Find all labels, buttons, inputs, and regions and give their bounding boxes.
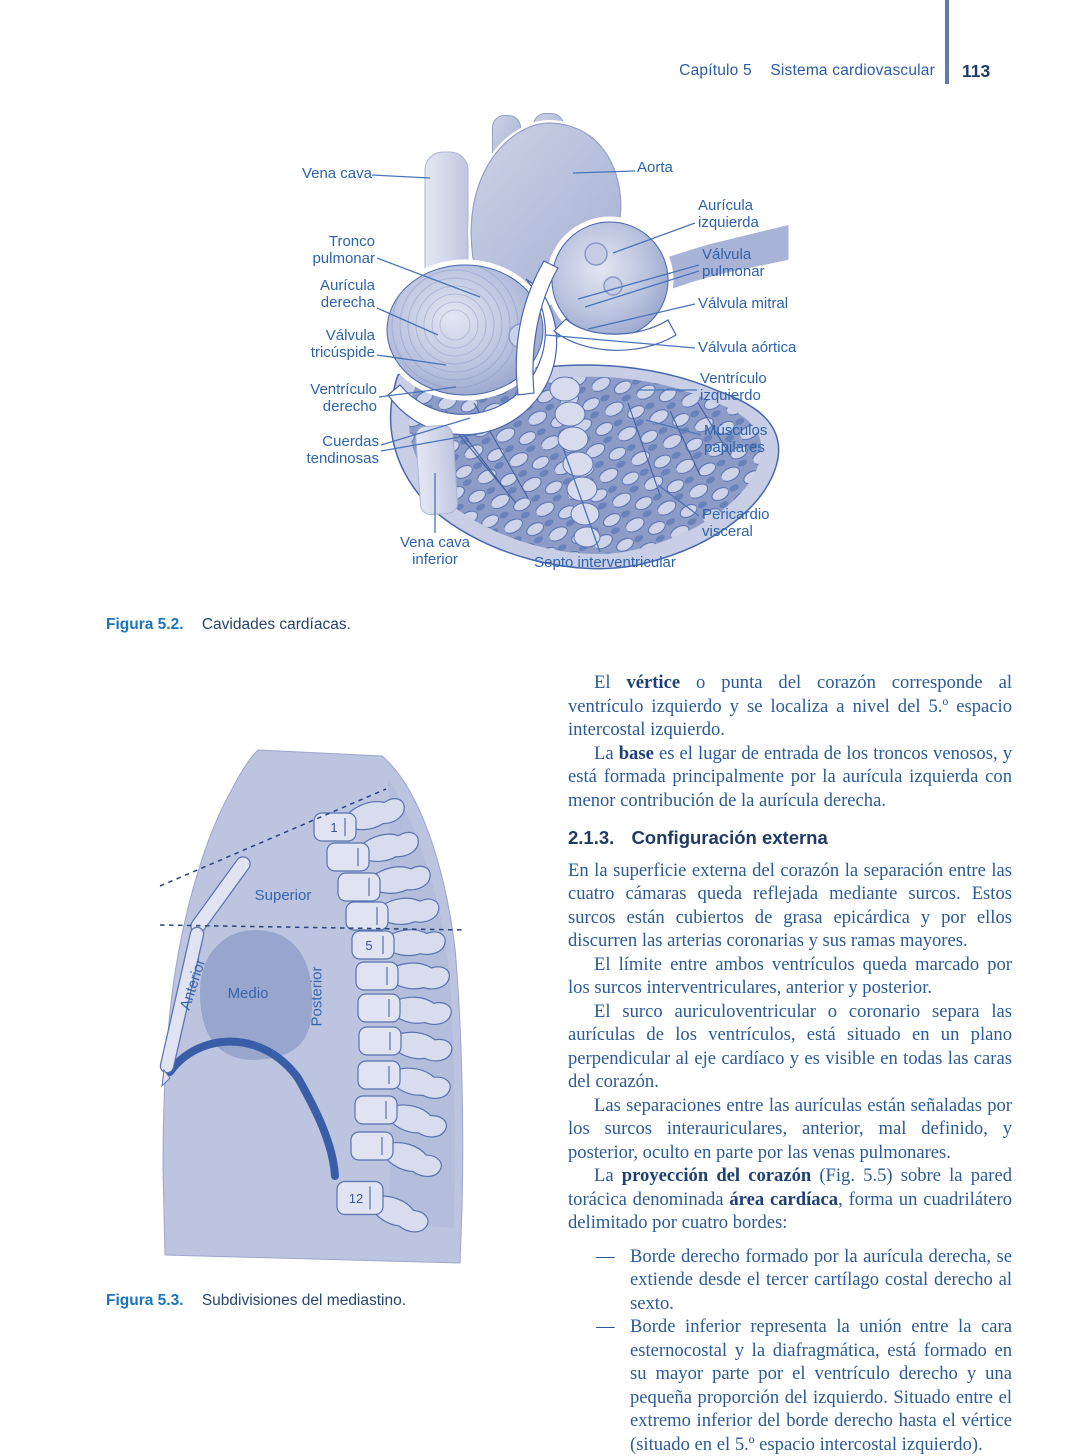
figure-mediastinum-diagram: 1 5 12 Superior Medio Anterior Posterior <box>150 748 480 1288</box>
label-pericardio-visceral: Pericardio visceral <box>702 507 786 540</box>
label-vena-cava: Vena cava <box>282 166 372 183</box>
figure-heart-diagram: Vena cava Tronco pulmonar Aurícula derec… <box>278 103 808 608</box>
label-ventriculo-derecho: Ventrículo derecho <box>293 382 377 415</box>
figure-mediastinum-caption-text: Subdivisiones del mediastino. <box>202 1292 406 1309</box>
section-number: 2.1.3. <box>568 827 614 848</box>
border-list: —Borde derecho formado por la aurícula d… <box>568 1245 1012 1456</box>
label-ventriculo-izquierdo: Ventrículo izquierdo <box>700 371 790 404</box>
header-divider-bar <box>945 0 949 84</box>
paragraph-superficie: En la superficie externa del corazón la … <box>568 859 1012 953</box>
figure-mediastinum-caption-label: Figura 5.3. <box>106 1292 184 1309</box>
label-superior: Superior <box>243 887 323 904</box>
list-item-borde-derecho: —Borde derecho formado por la aurícula d… <box>596 1245 1012 1316</box>
vertebra-number-12: 12 <box>349 1191 363 1206</box>
paragraph-limite: El límite entre ambos ventrículos queda … <box>568 953 1012 1000</box>
figure-heart-caption-text: Cavidades cardíacas. <box>202 616 351 633</box>
label-cuerdas-tendinosas: Cuerdas tendinosas <box>293 434 379 467</box>
figure-heart-caption: Figura 5.2. Cavidades cardíacas. <box>106 616 351 634</box>
label-valvula-pulmonar: Válvula pulmonar <box>702 247 782 280</box>
vertebra-number-1: 1 <box>330 820 337 835</box>
page-number: 113 <box>962 61 990 82</box>
label-auricula-derecha: Aurícula derecha <box>303 278 375 311</box>
paragraph-separaciones: Las separaciones entre las aurículas est… <box>568 1094 1012 1165</box>
vertebra-number-5: 5 <box>365 938 372 953</box>
label-posterior: Posterior <box>309 962 326 1032</box>
chapter-label: Capítulo 5 <box>679 62 752 79</box>
paragraph-base: La base es el lugar de entrada de los tr… <box>568 742 1012 813</box>
label-auricula-izquierda: Aurícula izquierda <box>698 198 776 231</box>
figure-heart-caption-label: Figura 5.2. <box>106 616 184 633</box>
label-valvula-mitral: Válvula mitral <box>698 296 828 313</box>
section-title: Configuración externa <box>631 827 827 848</box>
label-aorta: Aorta <box>637 160 673 177</box>
section-heading: 2.1.3. Configuración externa <box>568 826 1012 850</box>
body-text-column: El vértice o punta del corazón correspon… <box>568 671 1012 1456</box>
label-tronco-pulmonar: Tronco pulmonar <box>303 234 375 267</box>
paragraph-proyeccion: La proyección del corazón (Fig. 5.5) sob… <box>568 1164 1012 1235</box>
label-valvula-tricuspide: Válvula tricúspide <box>295 328 375 361</box>
label-vena-cava-inferior: Vena cava inferior <box>385 535 485 568</box>
paragraph-surco: El surco auriculoventricular o coronario… <box>568 1000 1012 1094</box>
page-header: Capítulo 5 Sistema cardiovascular <box>0 62 935 80</box>
label-medio: Medio <box>208 985 288 1002</box>
figure-mediastinum-caption: Figura 5.3. Subdivisiones del mediastino… <box>106 1292 406 1310</box>
section-label: Sistema cardiovascular <box>770 62 935 79</box>
list-item-borde-inferior: —Borde inferior representa la unión entr… <box>596 1315 1012 1456</box>
paragraph-vertice: El vértice o punta del corazón correspon… <box>568 671 1012 742</box>
label-valvula-aortica: Válvula aórtica <box>698 340 828 357</box>
label-septo-interventricular: Septo interventricular <box>520 555 690 572</box>
label-musculos-papilares: Músculos papilares <box>704 423 788 456</box>
